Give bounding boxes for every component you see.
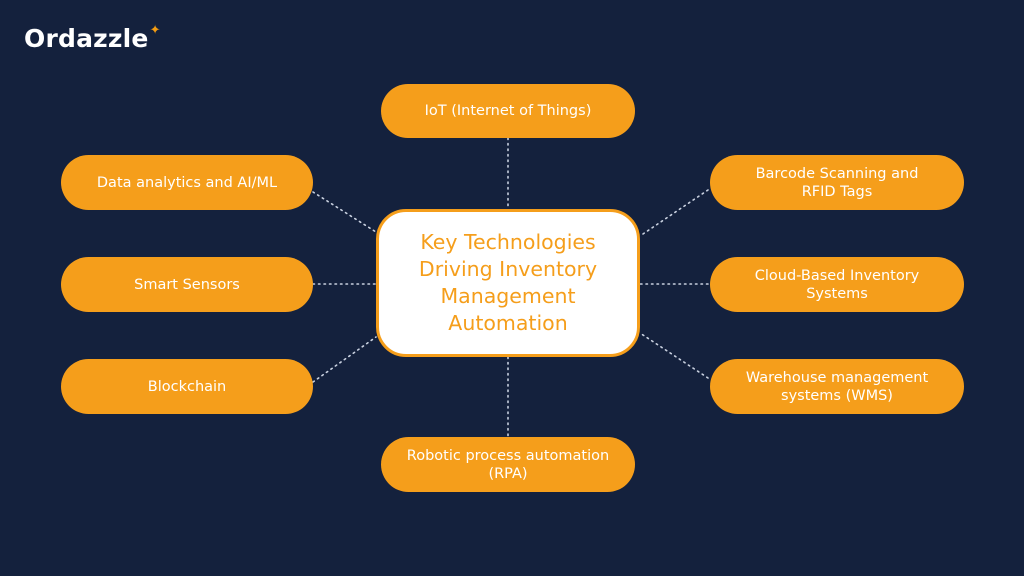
node-blockchain: Blockchain (61, 359, 313, 414)
connector-right-bottom (639, 332, 709, 379)
node-smart-sensors-label: Smart Sensors (134, 276, 240, 293)
node-barcode-rfid-label: Barcode Scanning and RFID Tags (755, 165, 919, 200)
spark-icon: ✦ (149, 22, 161, 38)
node-cloud-inventory: Cloud-Based Inventory Systems (710, 257, 964, 312)
connector-right-top (639, 189, 709, 237)
node-rpa: Robotic process automation (RPA) (381, 437, 635, 492)
node-data-analytics-label: Data analytics and AI/ML (96, 174, 278, 191)
brand-logo: Ordazzle ✦ (24, 20, 160, 56)
node-barcode-rfid: Barcode Scanning and RFID Tags (710, 155, 964, 210)
node-smart-sensors: Smart Sensors (61, 257, 313, 312)
center-topic-title: Key Technologies Driving Inventory Manag… (418, 230, 598, 335)
node-iot-label: IoT (Internet of Things) (424, 103, 592, 119)
connector-left-top (312, 191, 377, 233)
center-topic: Key Technologies Driving Inventory Manag… (376, 209, 640, 357)
node-cloud-inventory-label: Cloud-Based Inventory Systems (754, 267, 920, 302)
connector-left-bottom (312, 336, 377, 383)
node-blockchain-label: Blockchain (147, 378, 227, 395)
node-rpa-label: Robotic process automation (RPA) (406, 447, 610, 482)
node-wms: Warehouse management systems (WMS) (710, 359, 964, 414)
node-iot: IoT (Internet of Things) (381, 84, 635, 138)
logo-text: Ordazzle (24, 23, 149, 53)
node-wms-label: Warehouse management systems (WMS) (745, 369, 929, 404)
node-data-analytics: Data analytics and AI/ML (61, 155, 313, 210)
